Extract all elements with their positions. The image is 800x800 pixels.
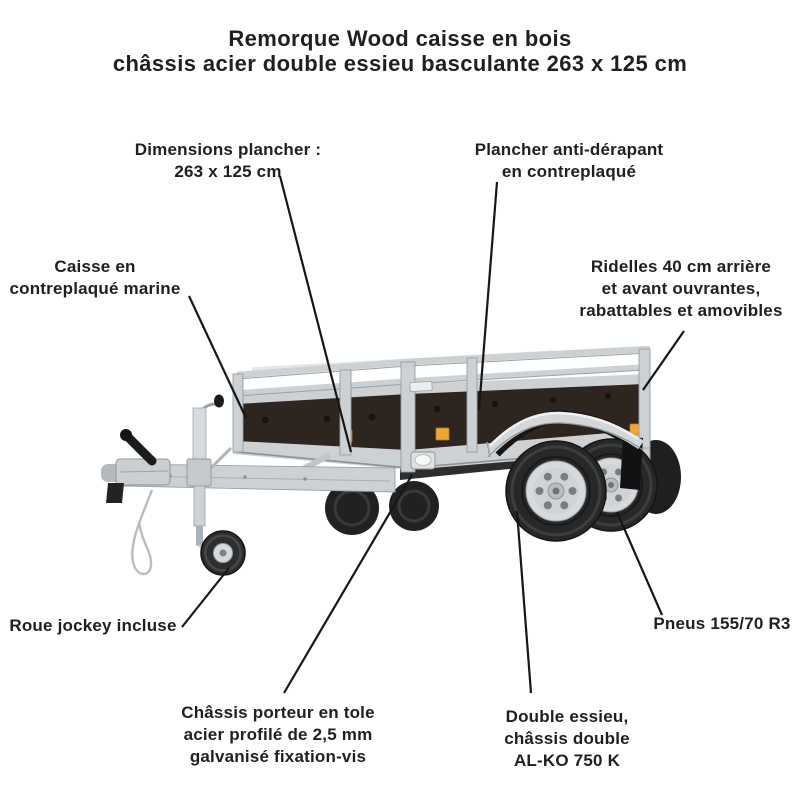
hitch-coupler [101,429,171,503]
label-double-essieu: Double essieu, châssis double AL-KO 750 … [504,707,630,770]
trailer [101,345,681,576]
label-caisse-contreplaque: Caisse en contreplaqué marine [9,257,181,298]
callout-line-caisse [188,295,247,419]
label-roue-jockey: Roue jockey incluse [9,616,177,635]
breakaway-cable [131,489,154,576]
front-wheel [505,440,607,542]
tail-light [410,451,436,470]
label-pneus: Pneus 155/70 R3 [653,614,791,633]
jockey-wheel [200,530,246,576]
label-plancher-antiderapant: Plancher anti-dérapant en contreplaqué [474,140,664,181]
page-title: Remorque Wood caisse en bois châssis aci… [0,26,800,76]
ridelle-latch [409,381,433,392]
coupler-handle [123,432,157,466]
callout-line-roue-jockey [181,567,230,628]
callout-line-chassis [283,474,413,694]
tandem-wheels [505,436,658,542]
jockey-wheel-assembly [186,394,246,576]
callout-line-dimensions [278,175,353,453]
panel-screw-caps [261,393,611,424]
label-dimensions-plancher: Dimensions plancher : 263 x 125 cm [134,140,322,181]
callout-line-ridelles [642,330,685,391]
jockey-crank-knob [214,394,224,408]
callout-line-pneus [615,511,664,616]
callout-line-essieu [515,510,533,694]
coupler-bracket [106,483,124,503]
fender [485,411,644,458]
label-ridelles: Ridelles 40 cm arrière et avant ouvrante… [579,257,783,320]
label-chassis-porteur: Châssis porteur en tole acier profilé de… [181,703,375,766]
callout-lines [181,175,685,694]
page-title-line1: Remorque Wood caisse en bois [228,26,572,51]
mudflap [620,436,643,490]
page-title-line2: châssis acier double essieu basculante 2… [112,51,688,76]
callout-line-plancher [477,181,499,411]
